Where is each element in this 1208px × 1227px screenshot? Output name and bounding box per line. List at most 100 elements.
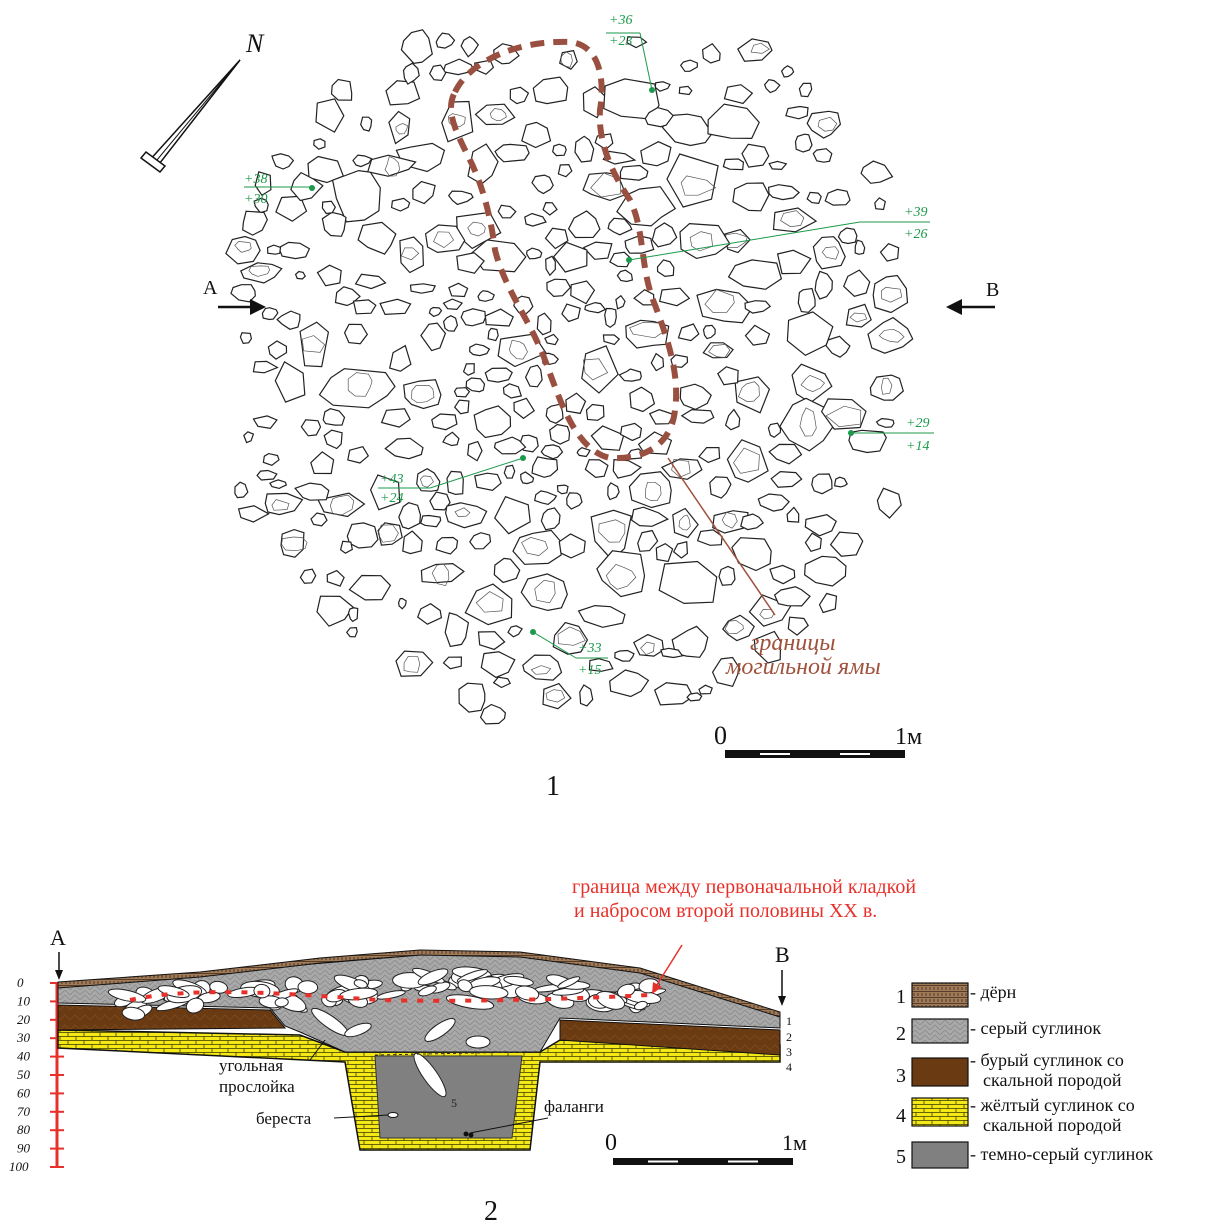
legend-text: - темно-серый суглинок bbox=[970, 1144, 1153, 1164]
stone bbox=[825, 335, 851, 358]
stone bbox=[390, 197, 411, 212]
stone bbox=[797, 287, 816, 313]
stone bbox=[546, 278, 572, 298]
section-stone bbox=[274, 997, 289, 1008]
stone bbox=[566, 492, 583, 510]
stone bbox=[294, 270, 307, 280]
stone bbox=[585, 403, 605, 421]
section-b-arrow-icon bbox=[778, 996, 786, 1006]
legend-text: - бурый суглинок со bbox=[970, 1050, 1124, 1070]
annotation-arrowhead-icon bbox=[652, 982, 662, 994]
stone bbox=[267, 340, 288, 360]
stone bbox=[348, 574, 392, 601]
stone bbox=[869, 374, 904, 401]
section-stones bbox=[107, 966, 667, 1098]
stone bbox=[266, 244, 282, 255]
stone bbox=[462, 363, 475, 376]
stone bbox=[561, 303, 581, 323]
stone bbox=[330, 78, 353, 101]
stone bbox=[702, 342, 734, 359]
section-stone bbox=[417, 968, 449, 986]
stone bbox=[577, 604, 626, 628]
plan-scale-end: 1м bbox=[895, 724, 922, 750]
stone bbox=[347, 446, 370, 464]
stone bbox=[300, 419, 322, 437]
stone bbox=[271, 153, 295, 170]
stone bbox=[442, 298, 464, 311]
stone bbox=[776, 249, 812, 275]
stone bbox=[261, 307, 279, 321]
depth-tick-label: 90 bbox=[17, 1141, 31, 1156]
stone bbox=[772, 207, 818, 233]
stone-facet bbox=[400, 247, 420, 261]
elevation-mark: +33 +15 bbox=[530, 629, 608, 678]
stone bbox=[806, 191, 822, 205]
stone bbox=[558, 533, 586, 559]
stone bbox=[469, 532, 492, 550]
stone bbox=[860, 160, 894, 184]
section-stone bbox=[344, 1022, 372, 1038]
elevation-bottom: +14 bbox=[906, 439, 929, 454]
coal-label-line2: прослойка bbox=[219, 1077, 295, 1096]
stone bbox=[276, 310, 301, 330]
stone bbox=[522, 654, 563, 681]
stone bbox=[671, 625, 709, 658]
section-stone bbox=[413, 1052, 447, 1098]
section-a-label: A bbox=[50, 925, 66, 950]
section-stone bbox=[595, 990, 626, 1010]
section-a-arrow-icon bbox=[55, 970, 63, 980]
stone bbox=[753, 630, 782, 664]
stone-facet bbox=[411, 384, 435, 404]
elevation-bottom: +23 bbox=[609, 34, 632, 49]
stone bbox=[524, 364, 543, 388]
stone bbox=[493, 436, 527, 455]
stone bbox=[726, 439, 769, 483]
stone bbox=[804, 532, 822, 553]
arrow-b-label: B bbox=[986, 279, 999, 301]
stone bbox=[532, 76, 569, 105]
section-stone bbox=[353, 979, 368, 989]
stone-facet bbox=[724, 232, 748, 248]
stone bbox=[798, 82, 813, 98]
stone bbox=[316, 264, 342, 287]
stone bbox=[640, 141, 672, 167]
stone bbox=[513, 397, 536, 420]
stone bbox=[768, 443, 803, 465]
stone bbox=[658, 560, 718, 605]
stone bbox=[678, 85, 693, 96]
pit-layer-number: 5 bbox=[451, 1096, 457, 1110]
stone bbox=[242, 210, 268, 236]
stone bbox=[424, 224, 466, 254]
stone bbox=[650, 352, 665, 372]
stone bbox=[556, 484, 569, 495]
elevation-top: +33 bbox=[578, 641, 601, 656]
stone bbox=[780, 65, 795, 78]
depth-tick-label: 100 bbox=[9, 1159, 29, 1174]
depth-tick-label: 70 bbox=[17, 1104, 31, 1119]
depth-tick-label: 40 bbox=[17, 1049, 31, 1064]
stone bbox=[837, 227, 858, 245]
depth-tick-label: 50 bbox=[17, 1067, 31, 1082]
stone bbox=[763, 78, 781, 94]
plan-scale-start: 0 bbox=[714, 721, 727, 750]
stone-facet bbox=[780, 210, 805, 228]
stone bbox=[299, 568, 317, 584]
stone bbox=[734, 376, 771, 414]
section-stone bbox=[107, 988, 147, 1003]
stone bbox=[460, 35, 480, 58]
legend-swatch-yellow-loam bbox=[911, 1097, 969, 1127]
stone bbox=[567, 210, 601, 239]
stone bbox=[829, 531, 864, 557]
stone bbox=[357, 221, 397, 255]
stone bbox=[737, 38, 773, 62]
stone bbox=[570, 280, 596, 305]
stone bbox=[588, 658, 614, 672]
depth-tick-label: 20 bbox=[17, 1012, 31, 1027]
stone bbox=[474, 103, 516, 126]
stone bbox=[584, 459, 609, 479]
stone bbox=[503, 464, 516, 479]
stone-facet bbox=[419, 475, 434, 488]
stone bbox=[512, 529, 563, 565]
elevation-mark: +39 +26 bbox=[626, 205, 930, 263]
